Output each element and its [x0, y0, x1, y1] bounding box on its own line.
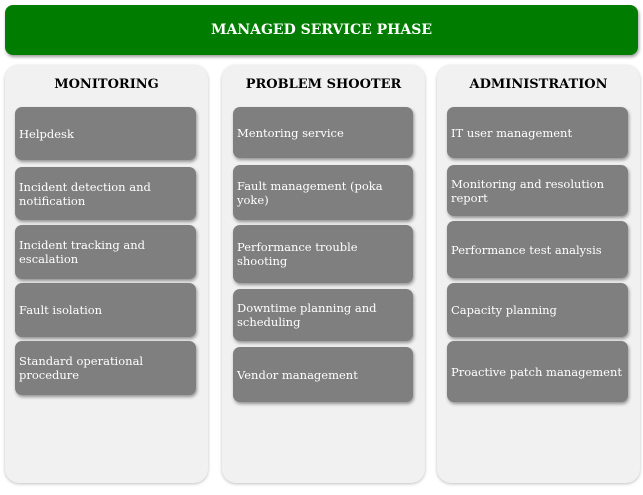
- column-title: PROBLEM SHOOTER: [245, 77, 402, 92]
- item-box: Mentoring service: [233, 107, 413, 158]
- item-box: Fault isolation: [15, 283, 196, 337]
- item-box: Monitoring and resolution report: [447, 165, 628, 216]
- item-box: Downtime planning and scheduling: [233, 289, 413, 341]
- item-box: IT user management: [447, 107, 628, 158]
- item-box: Standard operational procedure: [15, 341, 196, 395]
- item-box: Incident tracking and escalation: [15, 225, 196, 279]
- item-box: Fault management (poka yoke): [233, 165, 413, 220]
- item-box: Helpdesk: [15, 107, 196, 160]
- item-box: Capacity planning: [447, 283, 628, 337]
- phase-header: MANAGED SERVICE PHASE: [5, 5, 638, 55]
- phase-title: MANAGED SERVICE PHASE: [210, 22, 433, 38]
- item-box: Performance trouble shooting: [233, 225, 413, 283]
- item-box: Performance test analysis: [447, 221, 628, 278]
- item-box: Vendor management: [233, 347, 413, 402]
- item-box: Proactive patch management: [447, 341, 628, 402]
- column-title: MONITORING: [54, 77, 159, 92]
- item-box: Incident detection and notification: [15, 167, 196, 220]
- column-title: ADMINISTRATION: [469, 77, 608, 92]
